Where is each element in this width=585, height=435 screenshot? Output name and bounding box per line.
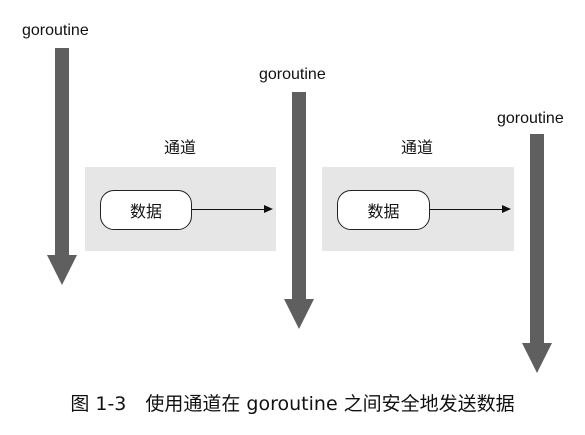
- goroutine-2-arrow-head: [284, 299, 314, 329]
- figure-caption: 图 1-3 使用通道在 goroutine 之间安全地发送数据: [70, 393, 515, 415]
- goroutine-1-arrow-head: [47, 255, 77, 285]
- goroutine-2-label: goroutine: [259, 66, 326, 83]
- goroutine-3-arrow-shaft: [530, 134, 544, 344]
- channel-2-data-arrow-line: [430, 209, 502, 211]
- channel-2-label: 通道: [401, 138, 434, 157]
- channel-1-label: 通道: [164, 138, 197, 157]
- channel-1-panel: 数据: [85, 167, 276, 251]
- goroutine-1-label: goroutine: [22, 22, 89, 39]
- channel-2-data-arrow-head: [502, 205, 511, 213]
- goroutine-2-arrow-shaft: [292, 92, 306, 300]
- channel-1-data-arrow-line: [192, 209, 264, 211]
- goroutine-3-arrow-head: [522, 343, 552, 373]
- goroutine-1-arrow-shaft: [55, 48, 69, 256]
- channel-2-data-box: 数据: [337, 190, 430, 230]
- goroutine-3-label: goroutine: [497, 110, 564, 127]
- channel-1-data-box: 数据: [100, 190, 192, 230]
- channel-1-data-arrow-head: [264, 205, 273, 213]
- channel-2-panel: 数据: [322, 167, 514, 251]
